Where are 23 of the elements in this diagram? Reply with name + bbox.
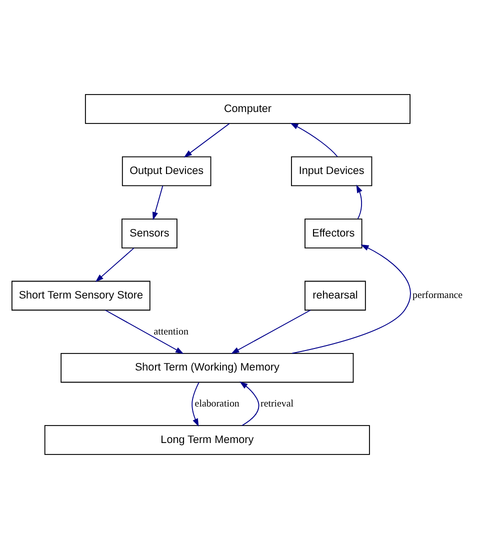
arrow	[240, 381, 260, 426]
arrow	[184, 122, 230, 158]
arrow	[95, 247, 134, 282]
arrow	[290, 122, 338, 157]
arrow	[292, 244, 411, 354]
edge-label: performance	[412, 290, 463, 301]
arrow	[231, 309, 311, 354]
node-box: Short Term Sensory Store	[12, 280, 150, 310]
arrow	[192, 382, 200, 426]
arrow	[104, 309, 184, 354]
node-box: Output Devices	[122, 156, 212, 186]
edge-label: attention	[154, 326, 188, 337]
node-box: rehearsal	[304, 280, 366, 310]
node-box: Computer	[84, 94, 410, 124]
arrow	[356, 184, 362, 219]
node-box: Input Devices	[291, 156, 372, 186]
node-box: Effectors	[304, 218, 362, 248]
node-box: Short Term (Working) Memory	[60, 352, 354, 382]
node-box: Long Term Memory	[44, 424, 370, 454]
edge-label: retrieval	[260, 398, 294, 409]
node-box: Sensors	[122, 218, 178, 248]
edge-label: elaboration	[194, 398, 240, 409]
arrow	[152, 184, 164, 220]
